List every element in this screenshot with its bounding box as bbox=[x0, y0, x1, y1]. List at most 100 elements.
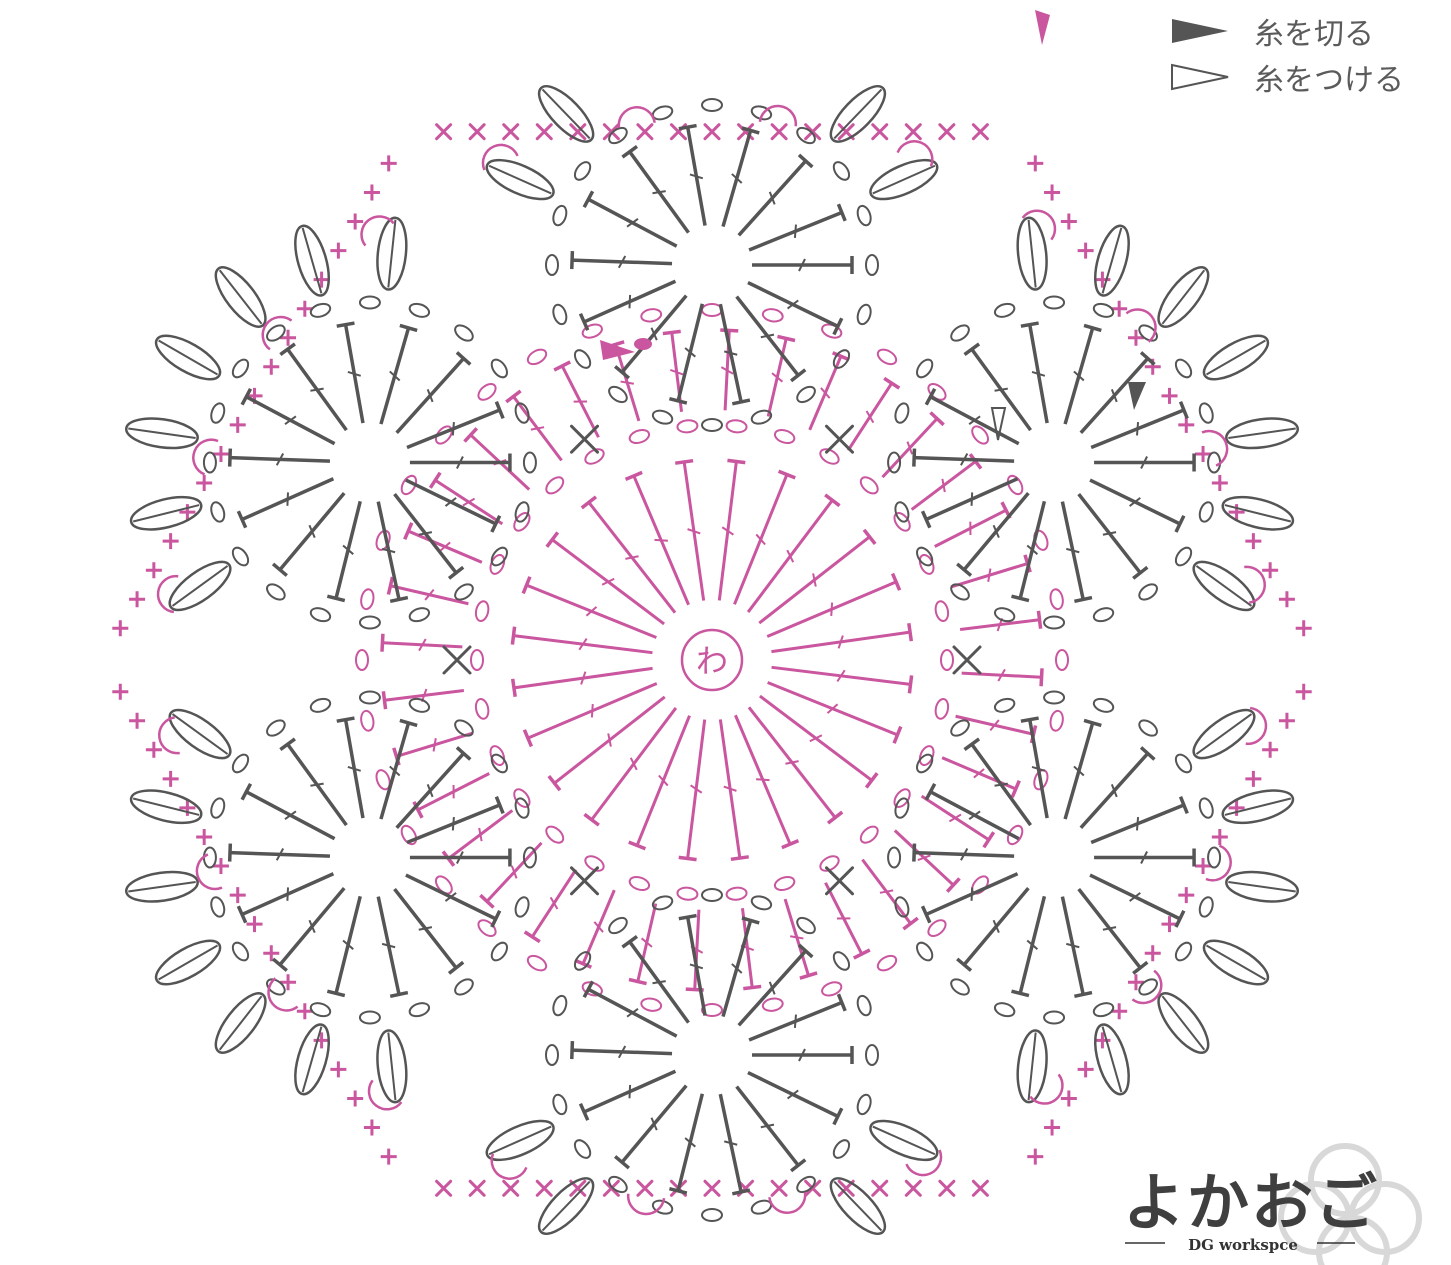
puff-stitch-line bbox=[173, 566, 228, 606]
picot-arc-mark bbox=[617, 105, 655, 128]
puff-stitch-line bbox=[128, 429, 195, 438]
single-crochet-mark bbox=[230, 417, 246, 433]
single-crochet-mark bbox=[347, 214, 363, 230]
chain-stitch-mark bbox=[794, 384, 817, 405]
stitch-bar-mark bbox=[287, 887, 288, 900]
stitch-bar-mark bbox=[629, 1085, 630, 1098]
single-crochet-mark bbox=[1078, 1061, 1094, 1077]
chain-stitch-mark bbox=[1173, 752, 1194, 775]
single-crochet-mark bbox=[572, 868, 598, 894]
puff-stitch-line bbox=[1196, 566, 1251, 606]
chain-stitch-mark bbox=[476, 381, 499, 403]
chain-stitch-mark bbox=[893, 402, 911, 425]
single-crochet-mark bbox=[772, 1181, 786, 1195]
chain-stitch-mark bbox=[914, 940, 935, 963]
puff-stitch-line bbox=[128, 882, 195, 891]
chain-stitch-mark bbox=[888, 848, 900, 868]
chain-stitch-mark bbox=[702, 419, 722, 431]
chain-stitch-mark bbox=[209, 896, 227, 919]
stitch-top-mark bbox=[390, 993, 408, 997]
chain-stitch-mark bbox=[855, 303, 873, 326]
single-crochet-mark bbox=[437, 125, 451, 139]
chain-stitch-mark bbox=[572, 159, 593, 182]
filled-triangle-icon bbox=[1035, 10, 1050, 45]
single-crochet-mark bbox=[364, 184, 380, 200]
puff-stitch-line bbox=[1029, 220, 1036, 288]
stitch-bar-mark bbox=[813, 573, 816, 586]
chain-stitch-mark bbox=[551, 303, 569, 326]
single-crochet-mark bbox=[827, 426, 853, 452]
stitch-bar-mark bbox=[621, 382, 634, 384]
stitch-top-mark bbox=[984, 832, 994, 847]
chain-stitch-mark bbox=[513, 797, 531, 820]
single-crochet-mark bbox=[1279, 713, 1295, 729]
stitch-top-mark bbox=[1041, 668, 1042, 686]
stitch-bar-mark bbox=[287, 492, 288, 505]
chain-stitch-mark bbox=[677, 419, 698, 433]
chain-stitch-mark bbox=[1137, 581, 1160, 602]
chain-stitch-mark bbox=[606, 125, 629, 146]
stitch-top-mark bbox=[622, 936, 637, 947]
chain-stitch-mark bbox=[230, 940, 251, 963]
chain-stitch-mark bbox=[489, 940, 510, 963]
stitch-bar-mark bbox=[592, 704, 593, 717]
single-crochet-mark bbox=[1296, 620, 1312, 636]
chain-stitch-mark bbox=[546, 255, 558, 275]
stitch-bar-mark bbox=[479, 828, 481, 841]
single-crochet-mark bbox=[146, 562, 162, 578]
chain-stitch-mark bbox=[762, 308, 784, 323]
single-crochet-mark bbox=[230, 887, 246, 903]
stitch-bar-mark bbox=[453, 817, 454, 830]
chain-stitch-mark bbox=[264, 322, 287, 343]
single-crochet-mark bbox=[1296, 684, 1312, 700]
single-crochet-mark bbox=[112, 620, 128, 636]
single-crochet-mark bbox=[280, 974, 296, 990]
puff-stitch-line bbox=[543, 1182, 590, 1231]
single-crochet-mark bbox=[638, 1181, 652, 1195]
single-crochet-mark bbox=[1128, 330, 1144, 346]
single-crochet-mark bbox=[940, 125, 954, 139]
chain-stitch-mark bbox=[893, 896, 911, 919]
puff-stitch-line bbox=[388, 1033, 395, 1101]
chain-stitch-mark bbox=[572, 1137, 593, 1160]
stitch-top-mark bbox=[382, 634, 383, 652]
legend-join-yarn-label: 糸をつける bbox=[1254, 55, 1404, 99]
single-crochet-mark bbox=[146, 742, 162, 758]
chain-stitch-mark bbox=[572, 949, 593, 972]
picot-arc-mark bbox=[477, 139, 517, 170]
chain-stitch-mark bbox=[513, 896, 531, 919]
outline-triangle-icon bbox=[1168, 62, 1232, 92]
chain-stitch-mark bbox=[360, 1012, 380, 1024]
stitch-bar-mark bbox=[988, 569, 990, 582]
single-crochet-mark bbox=[1027, 1149, 1043, 1165]
stitch-bar-mark bbox=[831, 603, 832, 616]
chain-stitch-mark bbox=[941, 650, 953, 670]
single-crochet-mark bbox=[444, 647, 470, 673]
logo-sub-text: DG workspce bbox=[1133, 1236, 1353, 1254]
single-crochet-mark bbox=[163, 533, 179, 549]
chain-stitch-mark bbox=[551, 204, 569, 227]
chain-stitch-mark bbox=[831, 159, 852, 182]
chain-stitch-mark bbox=[209, 501, 227, 524]
single-crochet-mark bbox=[381, 155, 397, 171]
single-crochet-mark bbox=[263, 945, 279, 961]
puff-stitch-line bbox=[1207, 946, 1266, 980]
stitch-top-mark bbox=[1021, 718, 1039, 721]
chain-stitch-mark bbox=[524, 848, 536, 868]
chain-stitch-mark bbox=[1173, 357, 1194, 380]
chain-stitch-mark bbox=[628, 428, 651, 446]
chain-stitch-mark bbox=[489, 357, 510, 380]
stitch-top-mark bbox=[679, 916, 697, 919]
stitch-top-mark bbox=[388, 577, 392, 595]
stitch-top-mark bbox=[430, 473, 440, 488]
stitch-top-mark bbox=[1011, 991, 1028, 995]
chain-stitch-mark bbox=[773, 875, 796, 893]
stitch-top-mark bbox=[1084, 325, 1101, 330]
puff-stitch-line bbox=[1196, 714, 1251, 754]
chain-stitch-mark bbox=[866, 1045, 878, 1065]
chain-stitch-mark bbox=[948, 976, 971, 997]
logo-main-text: よかおご bbox=[1123, 1152, 1379, 1242]
chain-stitch-mark bbox=[893, 797, 911, 820]
single-crochet-mark bbox=[364, 1120, 380, 1136]
single-crochet-mark bbox=[129, 713, 145, 729]
